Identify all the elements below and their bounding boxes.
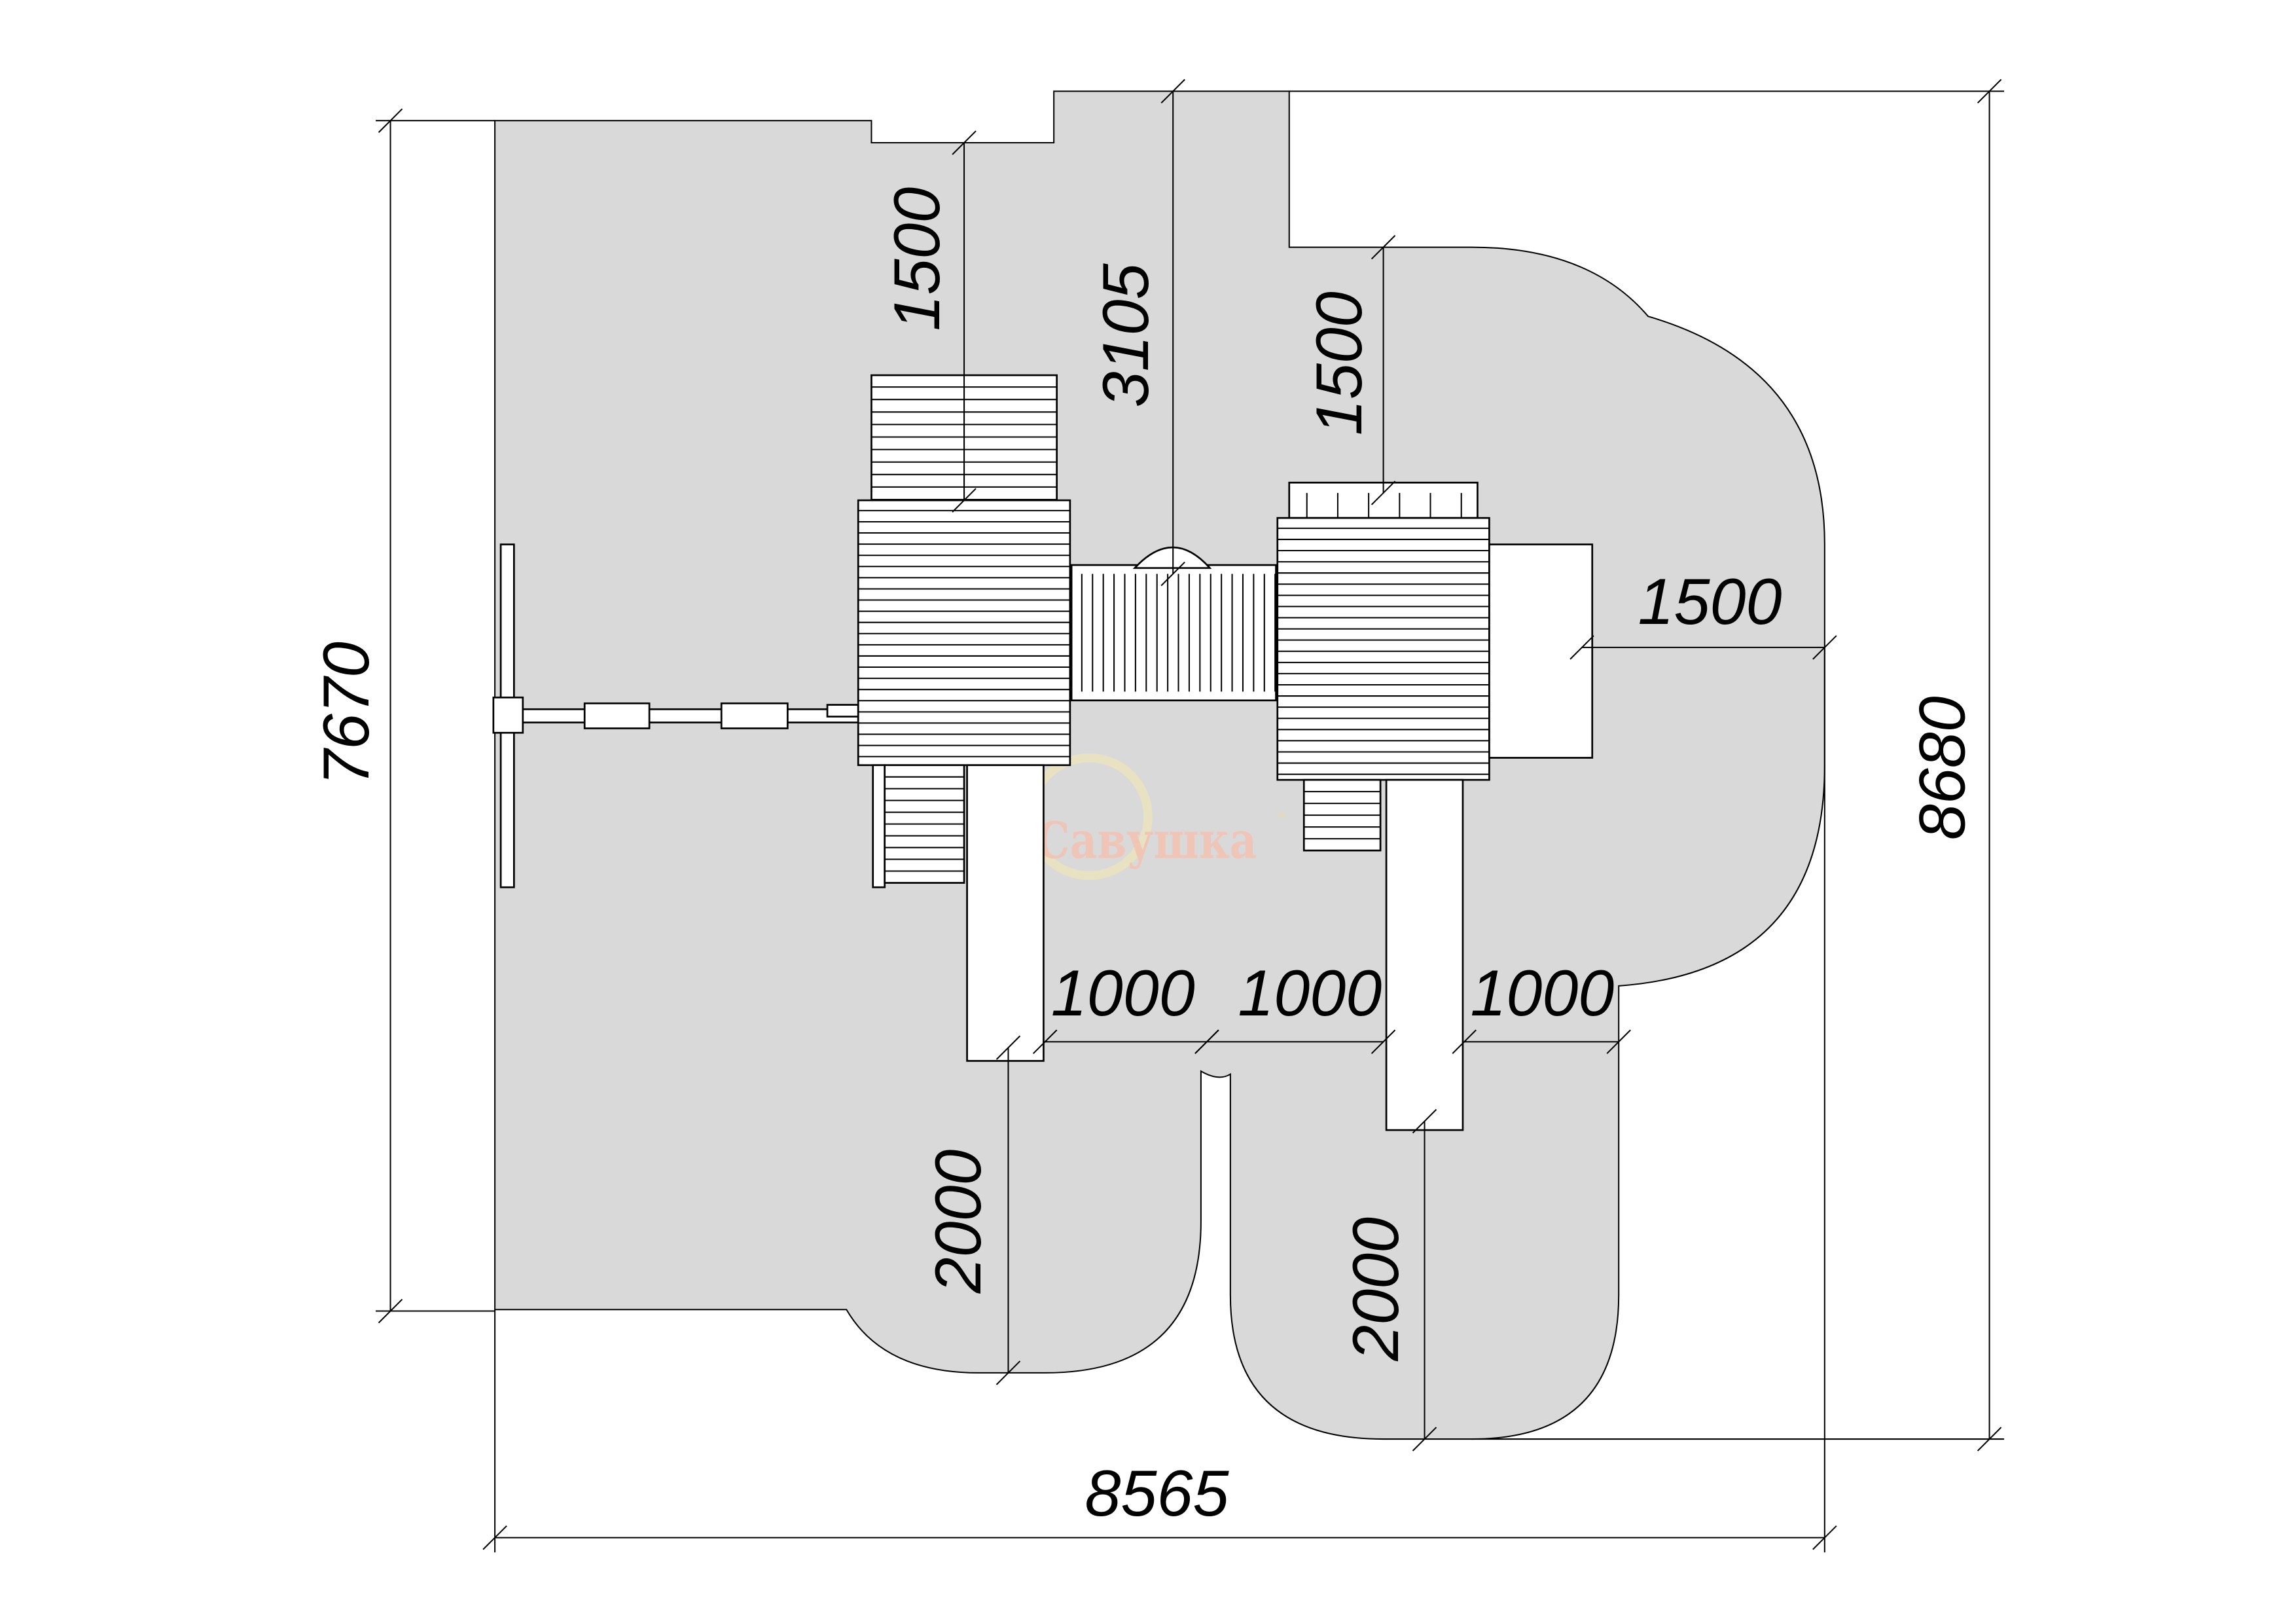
left-ladder — [872, 764, 965, 888]
dim-2000-right: 2000 — [1339, 1217, 1412, 1362]
logo-text: Савушка — [1036, 811, 1257, 870]
right-tower-deck — [1276, 481, 1490, 781]
dim-1000-a: 1000 — [1051, 957, 1195, 1029]
bridge — [1070, 546, 1277, 702]
dimension-tick — [1371, 234, 1396, 260]
dimension-tick — [1606, 1029, 1631, 1054]
left-tower-deck — [857, 499, 1071, 767]
dimension-tick — [996, 1035, 1021, 1060]
safety-zone — [494, 90, 1825, 1440]
dim-2000-left: 2000 — [922, 1149, 994, 1294]
dimension-tick — [1371, 1029, 1396, 1054]
dim-1500-right: 1500 — [1302, 291, 1375, 435]
trademark-sign: ™ — [1274, 811, 1286, 824]
dim-7670: 7670 — [310, 642, 382, 786]
dimension-tick — [1812, 635, 1837, 660]
dimension-tick — [1371, 481, 1396, 505]
dim-1500-side: 1500 — [1638, 565, 1782, 638]
dimension-tick — [952, 488, 977, 513]
swing-seat — [720, 702, 789, 729]
dimension-tick — [1412, 1427, 1437, 1451]
dimension-tick — [1412, 1108, 1437, 1134]
dimension-tick — [952, 130, 977, 155]
left-slide — [966, 764, 1045, 1062]
dimension-tick — [1160, 79, 1185, 104]
dim-1000-c: 1000 — [1470, 957, 1614, 1029]
brand-logo: Савушка ™ — [1026, 753, 1286, 881]
side-platform — [1488, 543, 1594, 759]
dimension-tick — [1032, 1029, 1058, 1054]
right-ladder — [1302, 778, 1382, 852]
right-slide — [1385, 778, 1464, 1131]
dimension-tick — [996, 1360, 1021, 1385]
tunnel-window — [1132, 546, 1212, 569]
dimension-tick — [1570, 635, 1594, 660]
dim-3105: 3105 — [1089, 263, 1162, 407]
dimension-tick — [1160, 561, 1185, 587]
dimension-tick — [1452, 1029, 1477, 1054]
dim-1500-left: 1500 — [880, 187, 953, 331]
dim-8680: 8680 — [1905, 696, 1978, 840]
dimension-tick — [1194, 1029, 1219, 1054]
dimension-lines — [376, 79, 2005, 1553]
dim-1000-b: 1000 — [1238, 957, 1382, 1029]
dim-8565: 8565 — [1085, 1457, 1230, 1529]
swing-seat — [583, 702, 651, 729]
